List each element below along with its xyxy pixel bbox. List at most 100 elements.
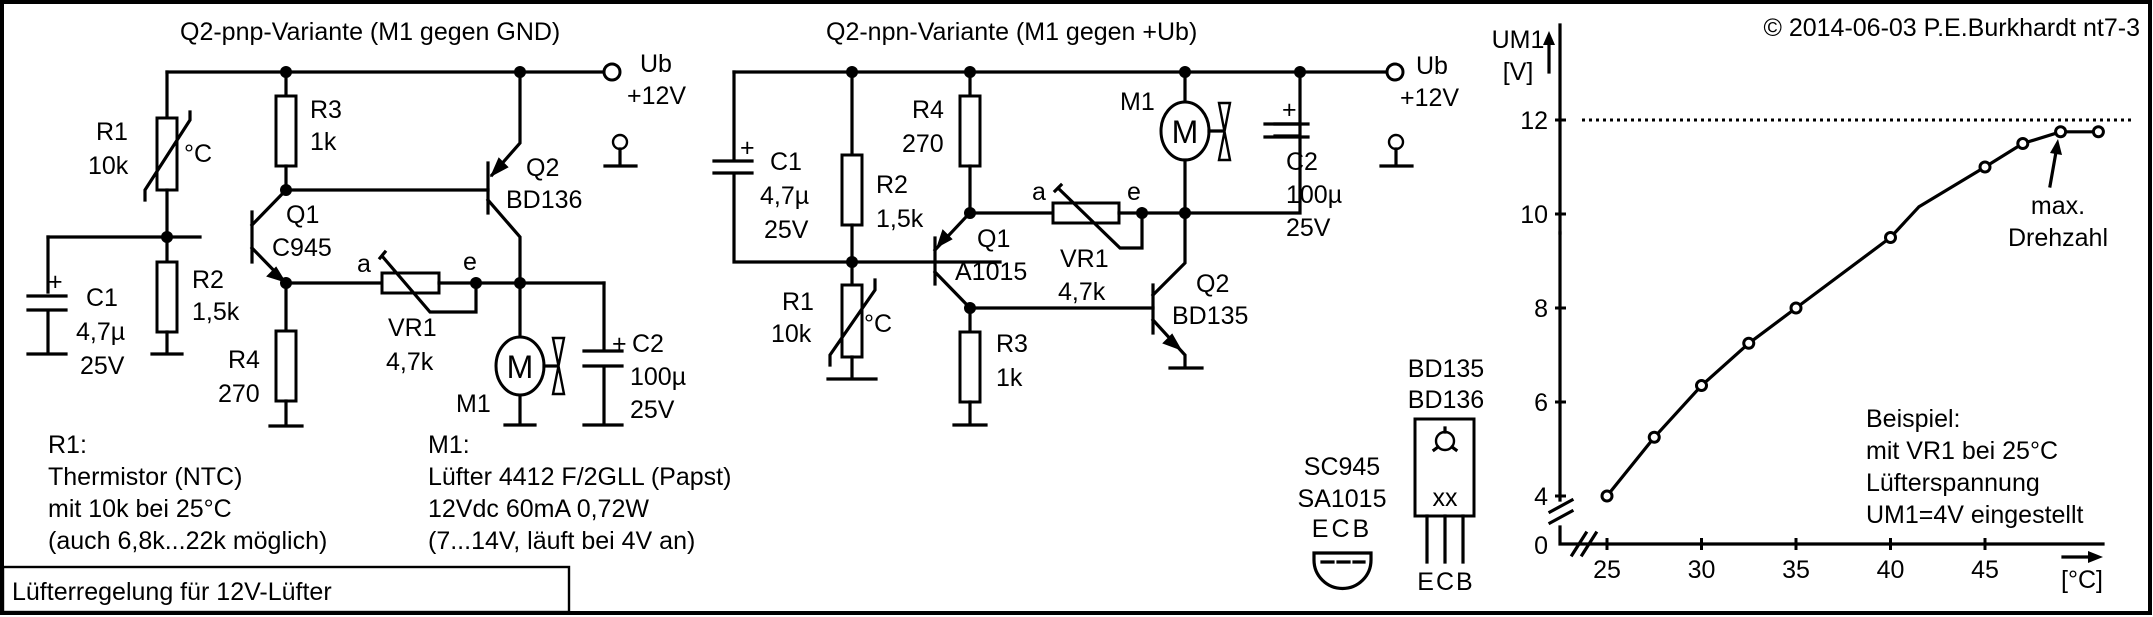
- data-point-marker: [1742, 336, 1756, 350]
- m1-note-line: (7...14V, läuft bei 4V an): [428, 527, 695, 555]
- r1-note-line: mit 10k bei 25°C: [48, 495, 232, 523]
- x-tick-label: 35: [1782, 556, 1810, 584]
- right-c2-name: C2: [1286, 148, 1318, 176]
- left-vr1-wiper: [377, 249, 478, 314]
- x-tick-label: 45: [1971, 556, 1999, 584]
- left-c2-value: 100µ: [630, 363, 686, 391]
- max-speed-arrow: [2048, 150, 2058, 188]
- left-m1-name: M1: [456, 390, 491, 418]
- y-tick-label: 12: [1520, 107, 1548, 135]
- m1-note: M1: Lüfter 4412 F/2GLL (Papst) 12Vdc 60m…: [428, 431, 731, 555]
- left-vr1-pin-e: e: [463, 248, 477, 276]
- right-m1-motor: M: [1159, 100, 1232, 162]
- right-r3-resistor: [958, 330, 982, 404]
- right-q1-transistor: [932, 214, 973, 311]
- right-vr1-name: VR1: [1060, 245, 1109, 273]
- y-axis-label: UM1: [1492, 26, 1545, 54]
- left-q2-name: Q2: [526, 154, 559, 182]
- right-vr1-wiper: [1052, 182, 1144, 250]
- left-c2-polarity: +: [612, 330, 627, 358]
- r1-note: R1: Thermistor (NTC) mit 10k bei 25°C (a…: [48, 431, 327, 555]
- data-point-marker: [1789, 301, 1803, 315]
- left-r2-name: R2: [192, 266, 224, 294]
- left-r2-value: 1,5k: [192, 298, 240, 326]
- right-circuit: Q2-npn-Variante (M1 gegen +Ub) Ub +12V +…: [712, 18, 1459, 427]
- right-supply-value: +12V: [1400, 84, 1459, 112]
- left-c2-capacitor: [582, 281, 624, 427]
- to92-name: SA1015: [1298, 485, 1387, 513]
- right-c2-capacitor: [1273, 122, 1300, 138]
- right-r1-temp-label: °C: [864, 310, 892, 338]
- left-r4-resistor: [274, 329, 298, 403]
- y-origin-label: 0: [1534, 532, 1548, 560]
- r1-note-line: Thermistor (NTC): [48, 463, 242, 491]
- left-fan-icon: [551, 336, 566, 396]
- y-axis-unit: [V]: [1503, 58, 1534, 86]
- right-m1-name: M1: [1120, 88, 1155, 116]
- left-r1-name: R1: [96, 118, 128, 146]
- left-vr1-pin-a: a: [357, 250, 371, 278]
- left-c2-name: C2: [632, 330, 664, 358]
- right-supply-terminal: [1385, 62, 1405, 82]
- right-c2-polarity: +: [1282, 96, 1297, 124]
- y-tick-label: 6: [1534, 389, 1548, 417]
- y-tick-label: 4: [1534, 483, 1548, 511]
- to92-package-icon: [1312, 551, 1373, 591]
- right-c2-voltage: 25V: [1286, 214, 1331, 242]
- left-r1-temp-label: °C: [184, 140, 212, 168]
- data-point-marker: [2016, 137, 2030, 150]
- left-c1-polarity: +: [48, 268, 63, 296]
- right-r4-resistor: [958, 94, 982, 168]
- copyright-text: © 2014-06-03 P.E.Burkhardt nt7-3: [1763, 14, 2140, 42]
- left-q1-transistor: [249, 187, 289, 286]
- left-q2-value: BD136: [506, 186, 582, 214]
- x-axis-label: [°C]: [2061, 566, 2103, 594]
- right-fan-icon: [1217, 101, 1232, 162]
- right-q2-transistor: [968, 211, 1204, 370]
- y-axis-break: [1547, 497, 1575, 526]
- left-r3-resistor: [274, 94, 298, 168]
- left-r4-name: R4: [228, 346, 260, 374]
- title-block-box: [1, 565, 571, 614]
- m1-note-line: M1:: [428, 431, 470, 459]
- left-c1-voltage: 25V: [80, 352, 125, 380]
- left-q2-transistor: [284, 70, 522, 285]
- right-vr1-pin-e: e: [1127, 178, 1141, 206]
- left-ground-symbol: [603, 133, 638, 168]
- left-vr1-value: 4,7k: [386, 348, 434, 376]
- right-ground-symbol: [1379, 133, 1414, 168]
- max-speed-annotation: max.: [2031, 192, 2085, 220]
- to126-name: BD135: [1408, 355, 1484, 383]
- to126-name: BD136: [1408, 386, 1484, 414]
- m1-note-line: Lüfter 4412 F/2GLL (Papst): [428, 463, 731, 491]
- left-c1-name: C1: [86, 284, 118, 312]
- right-r2-name: R2: [876, 171, 908, 199]
- r1-note-line: R1:: [48, 431, 87, 459]
- left-supply-value: +12V: [627, 82, 686, 110]
- to126-pinout: BD135 BD136 xx ECB: [1408, 355, 1484, 596]
- right-r1-value: 10k: [771, 320, 812, 348]
- right-c1-polarity: +: [740, 134, 755, 162]
- data-point-marker: [1978, 160, 1992, 174]
- left-q1-value: C945: [272, 234, 332, 262]
- right-q1-value: A1015: [955, 258, 1027, 286]
- to92-name: SC945: [1304, 453, 1380, 481]
- right-r2-resistor: [840, 153, 864, 227]
- r1-note-line: (auch 6,8k...22k möglich): [48, 527, 327, 555]
- left-r1-value: 10k: [88, 152, 129, 180]
- right-r3-value: 1k: [996, 364, 1023, 392]
- right-q2-name: Q2: [1196, 270, 1229, 298]
- right-c1-capacitor: [712, 70, 1002, 264]
- right-r1-temp-slash: [828, 278, 877, 367]
- left-vr1-name: VR1: [388, 314, 437, 342]
- data-point-marker: [2091, 125, 2105, 139]
- right-c1-name: C1: [770, 148, 802, 176]
- data-point-marker: [1600, 489, 1614, 503]
- right-r4-name: R4: [912, 96, 944, 124]
- example-annotation-line: UM1=4V eingestellt: [1866, 501, 2084, 529]
- left-c1-value: 4,7µ: [76, 318, 125, 346]
- left-supply-terminal: [602, 62, 622, 82]
